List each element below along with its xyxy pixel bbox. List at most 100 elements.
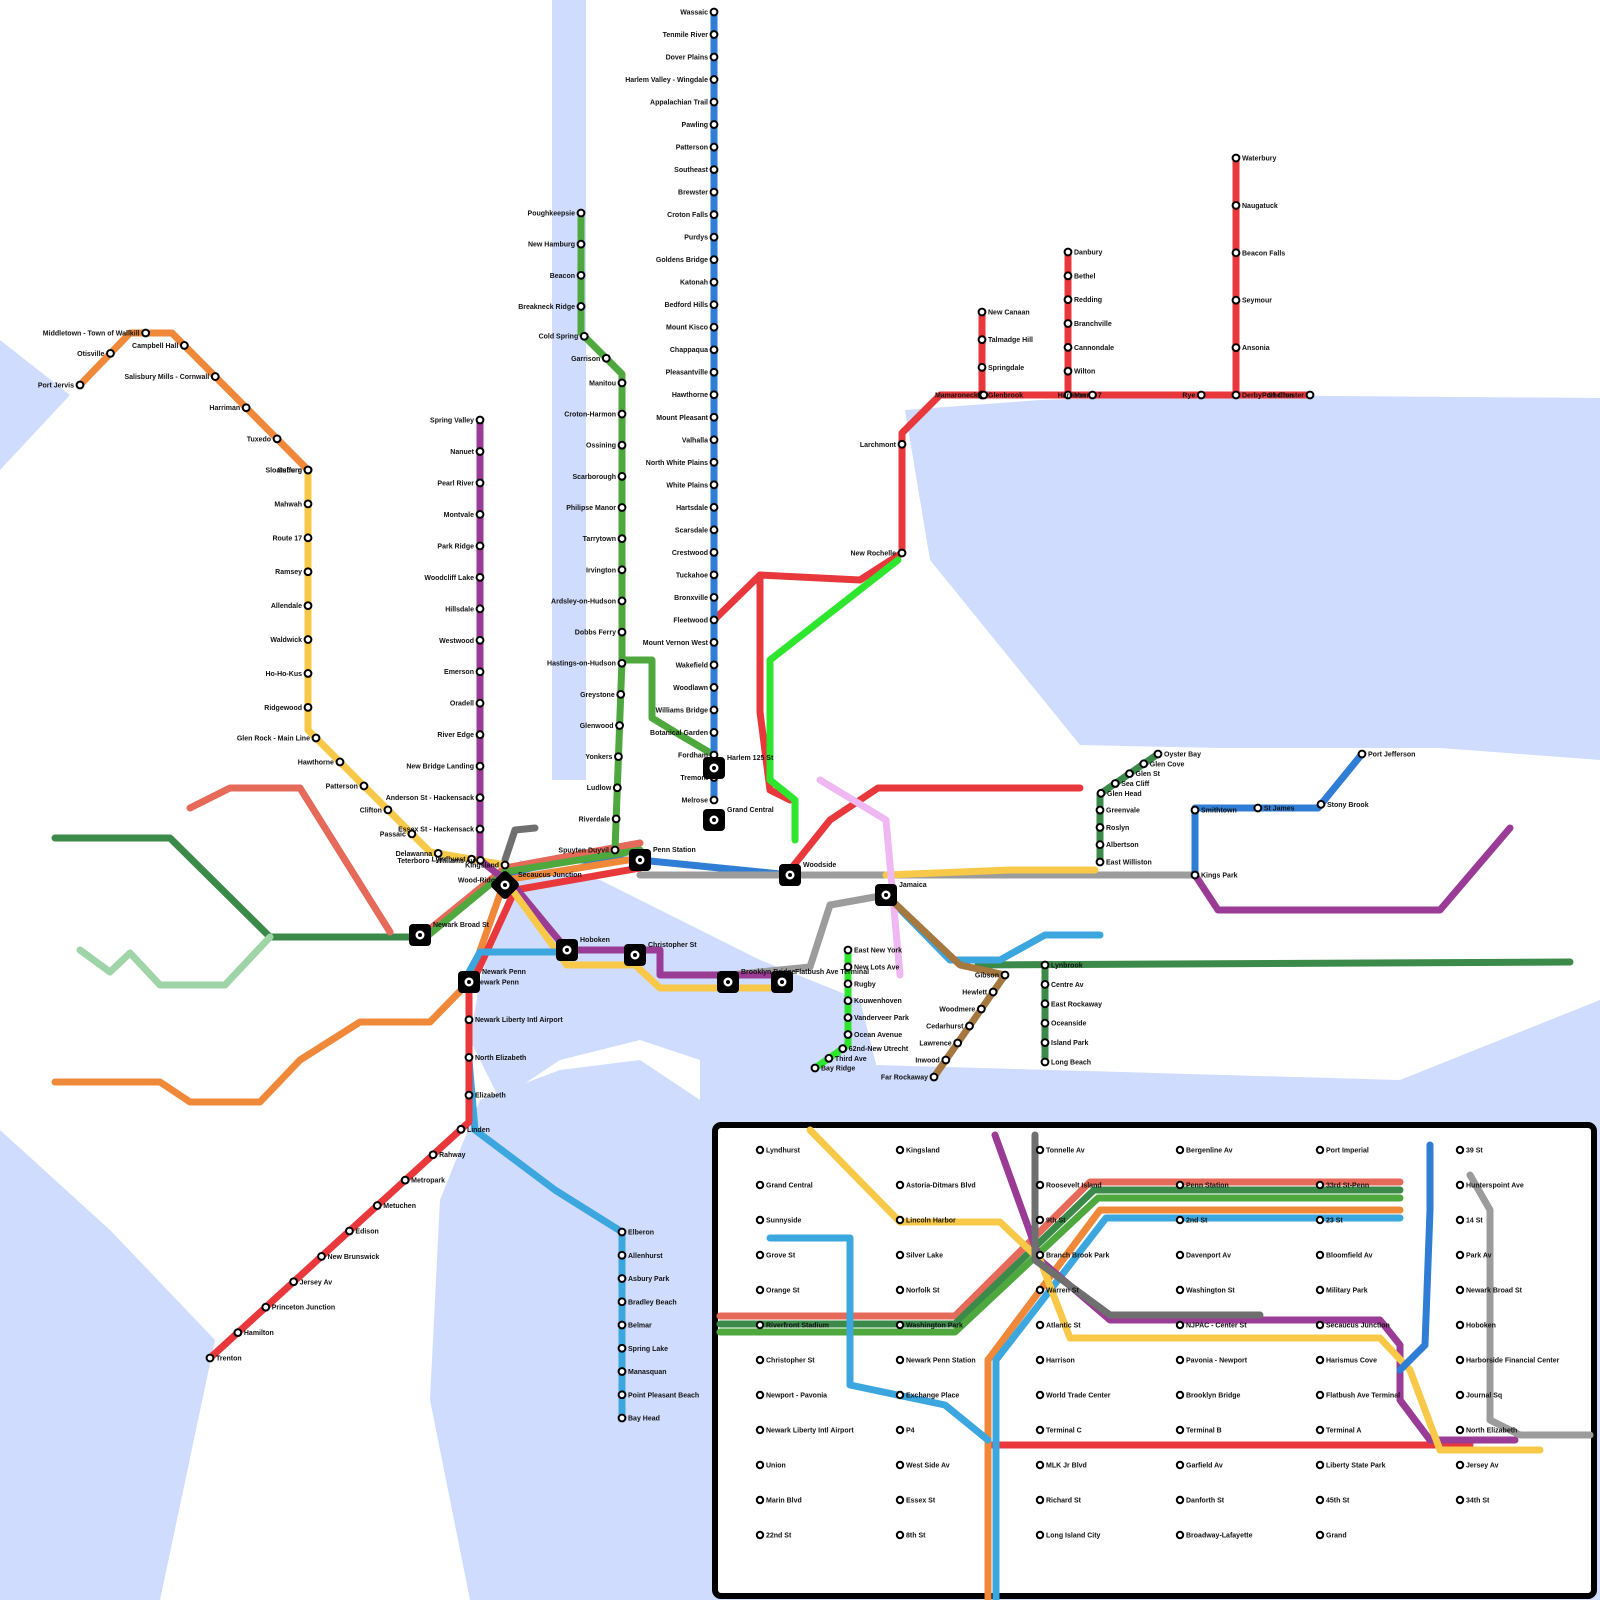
station-manitou[interactable] (619, 380, 626, 387)
station-long-beach[interactable] (1042, 1059, 1049, 1066)
inset-station-terminal-a[interactable] (1317, 1427, 1323, 1433)
inset-station-34th-st[interactable] (1457, 1497, 1463, 1503)
station-garrison[interactable] (603, 355, 610, 362)
station-suffern[interactable] (305, 467, 312, 474)
inset-station-union[interactable] (757, 1462, 763, 1468)
inset-station-riverfront-stadium[interactable] (757, 1322, 763, 1328)
station-westwood[interactable] (477, 637, 484, 644)
station-bronxville[interactable] (711, 594, 718, 601)
station-ramsey[interactable] (305, 568, 312, 575)
inset-station-park-av[interactable] (1457, 1252, 1463, 1258)
inset-station-njpac-center-st[interactable] (1177, 1322, 1183, 1328)
inset-station-33rd-st-penn[interactable] (1317, 1182, 1323, 1188)
station-park-ridge[interactable] (477, 542, 484, 549)
station-scarsdale[interactable] (711, 526, 718, 533)
inset-station-secaucus-junction[interactable] (1317, 1322, 1323, 1328)
inset-station-hoboken[interactable] (1457, 1322, 1463, 1328)
station-bethel[interactable] (1065, 272, 1072, 279)
station-danbury[interactable] (1065, 249, 1072, 256)
station-patterson[interactable] (361, 783, 368, 790)
station-white-plains[interactable] (711, 481, 718, 488)
inset-station-jersey-av[interactable] (1457, 1462, 1463, 1468)
station-ansonia[interactable] (1233, 344, 1240, 351)
station-irvington[interactable] (619, 566, 626, 573)
inset-station-newark-liberty-intl-airport[interactable] (757, 1427, 763, 1433)
station-new-hamburg[interactable] (578, 241, 585, 248)
station-valhalla[interactable] (711, 436, 718, 443)
inset-station-west-side-av[interactable] (897, 1462, 903, 1468)
inset-station-newark-broad-st[interactable] (1457, 1287, 1463, 1293)
inset-station-terminal-b[interactable] (1177, 1427, 1183, 1433)
inset-station-23-st[interactable] (1317, 1217, 1323, 1223)
station-newark-liberty-intl-airport[interactable] (466, 1016, 473, 1023)
station-bedford-hills[interactable] (711, 301, 718, 308)
station-otisville[interactable] (107, 350, 114, 357)
station-wakefield[interactable] (711, 662, 718, 669)
station-asbury-park[interactable] (619, 1275, 626, 1282)
station-albertson[interactable] (1097, 841, 1104, 848)
inset-station-sunnyside[interactable] (757, 1217, 763, 1223)
station-glenwood[interactable] (616, 722, 623, 729)
station-oyster-bay[interactable] (1155, 751, 1162, 758)
station-tarrytown[interactable] (619, 535, 626, 542)
station-patterson[interactable] (711, 144, 718, 151)
station-inwood[interactable] (942, 1057, 949, 1064)
inset-station-grand[interactable] (1317, 1532, 1323, 1538)
station-bay-ridge[interactable] (812, 1065, 819, 1072)
station-fleetwood[interactable] (711, 616, 718, 623)
station-harrison[interactable] (1089, 392, 1096, 399)
station-campbell-hall[interactable] (181, 342, 188, 349)
station-crestwood[interactable] (711, 549, 718, 556)
station-new-rochelle[interactable] (899, 550, 906, 557)
station-metuchen[interactable] (374, 1202, 381, 1209)
station-kings-park[interactable] (1192, 872, 1199, 879)
inset-station-hunterspoint-ave[interactable] (1457, 1182, 1463, 1188)
station-poughkeepsie[interactable] (578, 210, 585, 217)
station-linden[interactable] (458, 1126, 465, 1133)
inset-station-flatbush-ave-terminal[interactable] (1317, 1392, 1323, 1398)
station-oceanside[interactable] (1042, 1020, 1049, 1027)
inset-station-washington-st[interactable] (1177, 1287, 1183, 1293)
inset-station-45th-st[interactable] (1317, 1497, 1323, 1503)
station-rye[interactable] (1198, 392, 1205, 399)
station-far-rockaway[interactable] (931, 1074, 938, 1081)
inset-station-grove-st[interactable] (757, 1252, 763, 1258)
station-mahwah[interactable] (305, 501, 312, 508)
station-redding[interactable] (1065, 296, 1072, 303)
station-teterboro-williams-av[interactable] (477, 857, 484, 864)
station-north-elizabeth[interactable] (466, 1054, 473, 1061)
station-manasquan[interactable] (619, 1368, 626, 1375)
station-beacon[interactable] (578, 272, 585, 279)
station-hartsdale[interactable] (711, 504, 718, 511)
station-glen-cove[interactable] (1140, 760, 1147, 767)
station-glen-head[interactable] (1098, 790, 1105, 797)
station-talmadge-hill[interactable] (979, 336, 986, 343)
station-lawrence[interactable] (954, 1040, 961, 1047)
station-ardsley-on-hudson[interactable] (619, 598, 626, 605)
inset-station-kingsland[interactable] (897, 1147, 903, 1153)
inset-station-mlk-jr-blvd[interactable] (1037, 1462, 1043, 1468)
station-philipse-manor[interactable] (619, 504, 626, 511)
inset-station-2nd-st[interactable] (1177, 1217, 1183, 1223)
inset-station-grand-central[interactable] (757, 1182, 763, 1188)
inset-station-garfield-av[interactable] (1177, 1462, 1183, 1468)
station-river-edge[interactable] (477, 731, 484, 738)
station-mount-kisco[interactable] (711, 324, 718, 331)
inset-station-astoria-ditmars-blvd[interactable] (897, 1182, 903, 1188)
station-east-new-york[interactable] (845, 947, 852, 954)
station-kouwenhoven[interactable] (845, 997, 852, 1004)
station-williams-bridge[interactable] (711, 707, 718, 714)
station-harlem-valley-wingdale[interactable] (711, 76, 718, 83)
station-yonkers[interactable] (615, 753, 622, 760)
station-woodcliff-lake[interactable] (477, 574, 484, 581)
station-southeast[interactable] (711, 166, 718, 173)
inset-station-journal-sq[interactable] (1457, 1392, 1463, 1398)
station-port-jefferson[interactable] (1359, 751, 1366, 758)
inset-station-14-st[interactable] (1457, 1217, 1463, 1223)
station-ho-ho-kus[interactable] (305, 670, 312, 677)
station-kingsland[interactable] (502, 862, 509, 869)
station-new-canaan[interactable] (979, 309, 986, 316)
inset-station-22nd-st[interactable] (757, 1532, 763, 1538)
inset-station-brooklyn-bridge[interactable] (1177, 1392, 1183, 1398)
station-ludlow[interactable] (614, 784, 621, 791)
